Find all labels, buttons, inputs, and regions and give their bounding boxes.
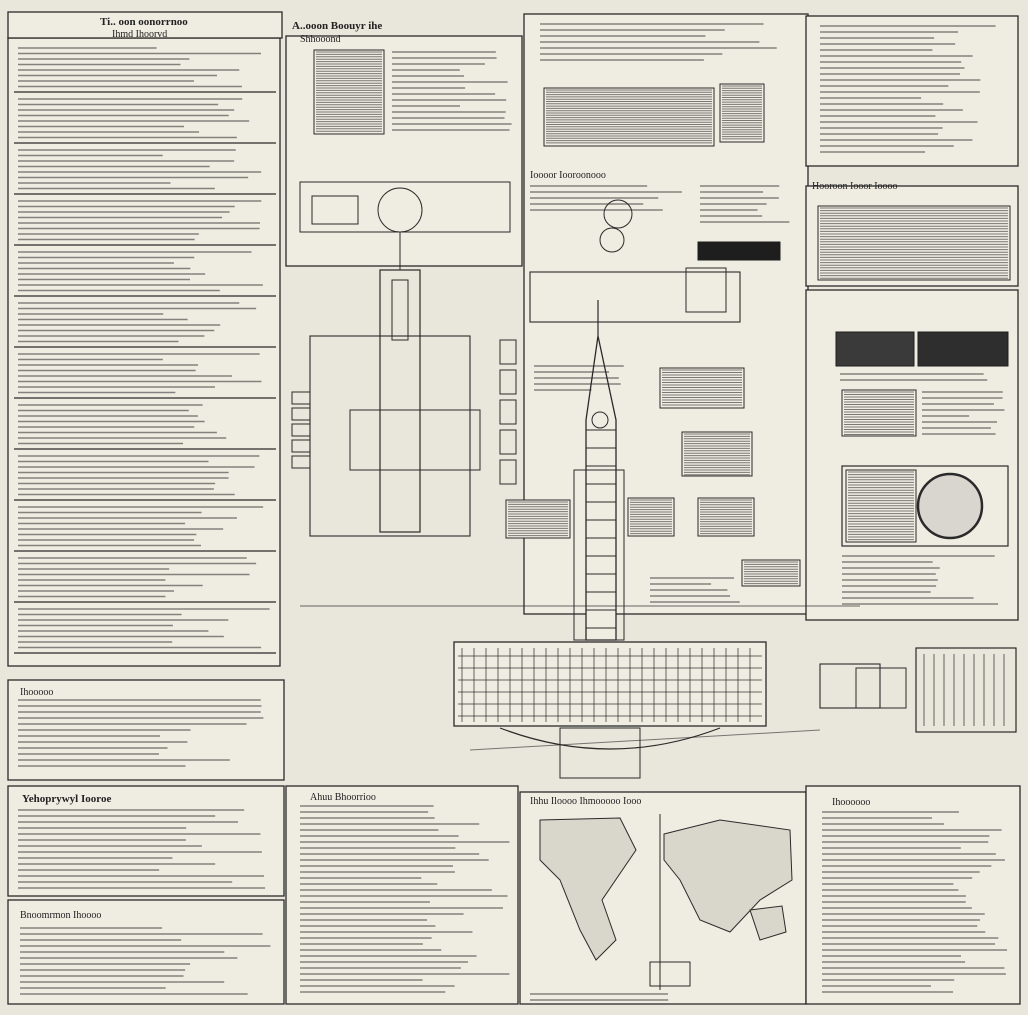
tower-clamp-right bbox=[499, 429, 517, 455]
section-right-top-heading: Hooroon Iooor Ioooo bbox=[812, 181, 898, 192]
mechanism-wheel bbox=[603, 199, 633, 229]
panel-frame bbox=[285, 35, 523, 267]
tower-clamp bbox=[291, 423, 311, 437]
engine-nozzle bbox=[855, 667, 907, 709]
detail-box bbox=[299, 181, 511, 233]
gauge-panel bbox=[841, 465, 1009, 547]
tower-clamp-right bbox=[499, 459, 517, 485]
mechanism-housing bbox=[529, 271, 741, 323]
panel-frame bbox=[7, 11, 283, 39]
bottom-right-heading: Ihoooooo bbox=[832, 797, 871, 808]
bottom-map-heading: Ihhu Iloooo Ihmooooo Iooo bbox=[530, 796, 642, 807]
gauge-dial bbox=[916, 472, 984, 540]
tower-shaft bbox=[379, 269, 421, 533]
tower-clamp bbox=[291, 439, 311, 453]
tower-window bbox=[391, 279, 409, 341]
detail-inset bbox=[311, 195, 359, 225]
center-heading: A..ooon Boouyr ihe bbox=[292, 20, 383, 32]
mechanism-wheel-lower bbox=[599, 227, 625, 253]
right-top-table-frame bbox=[817, 205, 1011, 281]
sheet-title-line-1: Ti.. oon oonorrnoo bbox=[100, 16, 188, 28]
rocket-booster bbox=[573, 469, 625, 641]
map-land-oceania bbox=[749, 905, 787, 941]
panel-frame bbox=[805, 15, 1019, 167]
tower-clamp-right bbox=[499, 399, 517, 425]
panel-frame bbox=[7, 785, 285, 897]
tower-clamp bbox=[291, 455, 311, 469]
gauge-table-frame bbox=[681, 431, 753, 477]
tower-clamp bbox=[291, 391, 311, 405]
mechanism-motor bbox=[685, 267, 727, 313]
rocket-port bbox=[591, 411, 609, 429]
map-legend bbox=[649, 961, 691, 987]
engine-block bbox=[915, 647, 1017, 733]
sheet-title-line-2: Ihmd Ihoorvd bbox=[112, 29, 168, 40]
tower-crossbar bbox=[349, 409, 481, 471]
center-subheading: Shhooond bbox=[300, 34, 341, 45]
platform-leg bbox=[559, 727, 641, 779]
launch-platform bbox=[453, 641, 767, 727]
photo-b bbox=[917, 331, 1009, 367]
right-mid-table-frame bbox=[841, 389, 917, 437]
map-land-eurasia bbox=[663, 819, 793, 933]
left-block-c-heading: Bnoomrmon Ihoooo bbox=[20, 910, 102, 921]
tower-clamp bbox=[291, 407, 311, 421]
dark-label-bar bbox=[697, 241, 781, 261]
ground-line-b bbox=[469, 729, 821, 751]
map-land-americas bbox=[539, 817, 637, 961]
photo-a bbox=[835, 331, 915, 367]
left-block-b-heading: Yehoprywyl Iooroe bbox=[22, 793, 112, 805]
left-block-a-heading: Ihooooo bbox=[20, 687, 54, 698]
section-mid-left-heading: Ioooor Iooroonooo bbox=[530, 170, 606, 181]
tower-clamp-right bbox=[499, 369, 517, 395]
tower-clamp-right bbox=[499, 339, 517, 365]
engine-housing bbox=[819, 663, 881, 709]
bottom-center-heading: Ahuu Bhoorrioo bbox=[310, 792, 376, 803]
